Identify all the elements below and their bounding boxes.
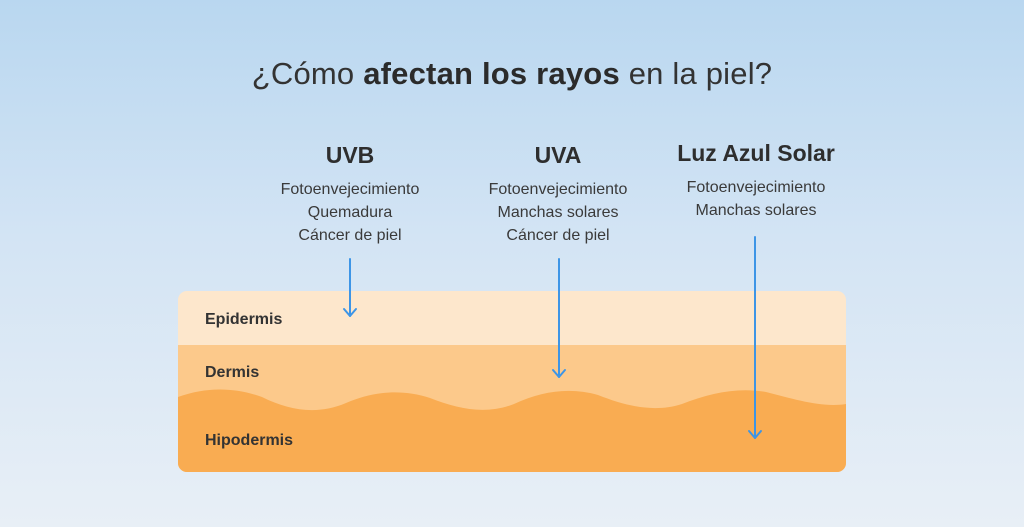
column-title-uva: UVA [534,142,582,168]
title-prefix: ¿Cómo [251,56,364,91]
column-title-uvb: UVB [325,142,375,168]
title-suffix: en la piel? [619,56,773,91]
layer-label-dermis: Dermis [205,364,260,381]
column-title-luz-azul-solar: Luz Azul Solar [677,140,835,166]
skin-layers-graphic [178,291,846,472]
column-item: Cáncer de piel [298,227,402,244]
hipodermis-layer [178,389,846,472]
column-uvb: UVB Fotoenvejecimiento Quemadura Cáncer … [250,142,450,247]
column-item: Fotoenvejecimiento [280,181,420,198]
column-luz-azul-solar: Luz Azul Solar Fotoenvejecimiento Mancha… [646,140,866,222]
layer-label-hipodermis: Hipodermis [205,432,294,449]
column-item: Manchas solares [695,202,817,219]
skin-diagram: Epidermis Dermis Hipodermis [178,291,846,472]
column-uva: UVA Fotoenvejecimiento Manchas solares C… [458,142,658,247]
column-item: Quemadura [307,204,393,221]
column-item: Manchas solares [497,204,619,221]
column-item: Fotoenvejecimiento [686,179,826,196]
column-item: Cáncer de piel [506,227,610,244]
title-bold: afectan los rayos [363,56,620,91]
column-item: Fotoenvejecimiento [488,181,628,198]
page-title: ¿Cómo afectan los rayos en la piel? [0,56,1024,92]
layer-label-epidermis: Epidermis [205,311,283,328]
epidermis-layer [178,291,846,345]
